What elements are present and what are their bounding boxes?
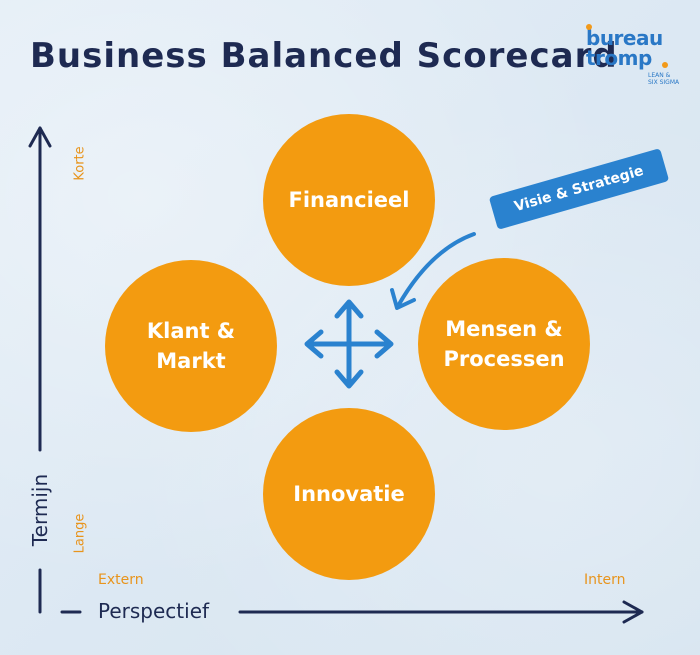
circle-mensen-processen: Mensen & Processen [418,258,590,430]
x-axis-left-end-label: Extern [98,572,144,588]
bureau-tromp-logo: bureau tromp LEAN & SIX SIGMA [586,24,680,86]
circle-financieel: Financieel [263,114,435,286]
x-axis-label: Perspectief [98,599,210,623]
circle-innovatie: Innovatie [263,408,435,580]
curved-arrow-icon [390,232,476,310]
page-title: Business Balanced Scorecard [30,36,618,76]
circle-klant-markt: Klant & Markt [105,260,277,432]
y-axis-top-end-label: Korte [72,146,88,181]
x-axis-right-end-label: Intern [584,572,626,588]
y-axis-bottom-end-label: Lange [72,513,88,554]
horizontal-axis-arrow [60,600,644,624]
y-axis-label: Termijn [28,473,52,547]
four-way-arrows-icon [304,299,394,389]
vertical-axis-arrow [28,126,52,614]
